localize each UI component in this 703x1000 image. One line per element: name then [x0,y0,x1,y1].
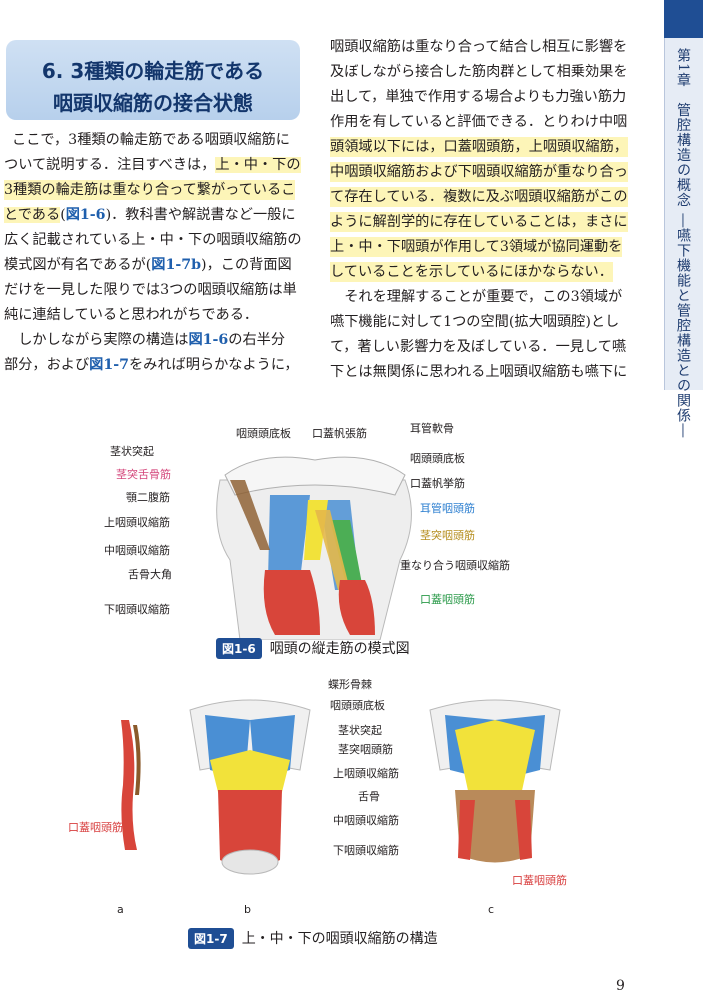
figure-1-6-badge: 図1-6 [216,638,262,659]
fig16-label-stylopharyngeus: 茎突咽頭筋 [420,529,475,542]
fig16-label-salpingopharyngeus: 耳管咽頭筋 [420,502,475,515]
fig17-label-sphenoid-spine: 蝶形骨棘 [328,678,372,691]
chapter-tab [664,38,703,390]
fig17-label-palatopharyngeus-c: 口蓋咽頭筋 [512,874,567,887]
fig17-panel-b: b [244,903,251,916]
right-line-9: していることを示しているにほかならない． [330,262,613,282]
right-line-4: 頭領域以下には，口蓋咽頭筋，上咽頭収縮筋， [330,137,628,157]
fig17-label-sup-constrictor: 上咽頭収縮筋 [333,767,399,780]
left-line-0: ここで，3種類の輪走筋である咽頭収縮筋に [12,132,290,148]
right-line-0: 咽頭収縮筋は重なり合って結合し相互に影響を [330,39,628,55]
fig17-label-mid-constrictor: 中咽頭収縮筋 [333,814,399,827]
fig16-label-pharyngobasilar-right: 咽頭頭底板 [410,452,465,465]
right-line-11: 嚥下機能に対して1つの空間(拡大咽頭腔)とし [330,314,620,330]
fig16-label-inf-constrictor: 下咽頭収縮筋 [104,603,170,616]
figure-1-7b-illustration [189,699,311,875]
fig16-label-pharyngobasilar-top: 咽頭頭底板 [236,427,291,440]
left-line-5: 模式図が有名であるが(図1-7b)，この背面図 [4,257,292,273]
left-line-8: しかしながら実際の構造は図1-6の右半分 [4,332,286,348]
left-line-7: 純に連結していると思われがちである． [4,307,259,323]
fig16-label-styloid: 茎状突起 [110,445,154,458]
right-line-3: 作用を有していると評価できる．とりわけ中咽 [330,114,628,130]
fig17-panel-a: a [117,903,124,916]
section-heading-line2: 咽頭収縮筋の接合状態 [53,91,253,115]
fig16-label-stylohyoid: 茎突舌骨筋 [116,468,171,481]
fig17-label-stylopharyngeus: 茎突咽頭筋 [338,743,393,756]
figure-1-7-caption-text: 上・中・下の咽頭収縮筋の構造 [241,931,438,947]
right-line-13: 下とは無関係に思われる上咽頭収縮筋も嚥下に [330,364,628,380]
left-line-1: ついて説明する．注目すべきは，上・中・下の [4,157,301,173]
right-line-6: て存在している．複数に及ぶ咽頭収縮筋がこの [330,187,628,207]
fig17-label-styloid: 茎状突起 [338,724,382,737]
left-line-3: とである(図1-6)．教科書や解説書など一般に [4,207,296,223]
figure-1-7-caption: 図1-7 上・中・下の咽頭収縮筋の構造 [188,928,438,949]
figure-1-6-caption-text: 咽頭の縦走筋の模式図 [269,641,410,657]
fig16-label-palatopharyngeus: 口蓋咽頭筋 [420,593,475,606]
right-line-10: それを理解することが重要で，この3領域が [330,289,623,305]
fig16-label-tubal-cartilage: 耳管軟骨 [410,422,454,435]
right-line-5: 中咽頭収縮筋および下咽頭収縮筋が重なり合っ [330,162,628,182]
fig17-label-inf-constrictor: 下咽頭収縮筋 [333,844,399,857]
chapter-tab-text: 第1章 管腔構造の概念 ―嚥下機能と管腔構造との関係― [675,48,691,439]
fig16-label-greater-horn: 舌骨大角 [128,568,172,581]
fig16-label-tensor-veli: 口蓋帆張筋 [312,427,367,440]
figure-1-7c-illustration [429,699,561,863]
fig17-panel-c: c [488,903,495,916]
fig16-label-levator-veli: 口蓋帆挙筋 [410,477,465,490]
right-line-2: 出して，単独で作用する場合よりも力強い筋力 [330,89,627,105]
left-line-9: 部分，および図1-7をみれば明らかなように， [4,357,299,373]
figure-1-6-illustration [216,456,412,640]
right-line-8: 上・中・下咽頭が作用して3領域が協同運動を [330,237,623,257]
right-line-1: 及ぼしながら接合した筋肉群として相乗効果を [330,64,628,80]
right-line-12: て，著しい影響力を及ぼしている．一見して嚥 [330,339,627,355]
fig17-label-pharyngobasilar: 咽頭頭底板 [330,699,385,712]
right-line-7: ように解剖学的に存在していることは，まさに [330,212,628,232]
chapter-tab-marker [664,0,703,38]
left-line-6: だけを一見した限りでは3つの咽頭収縮筋は単 [4,282,297,298]
fig17-label-hyoid: 舌骨 [358,790,380,803]
fig16-label-sup-constrictor: 上咽頭収縮筋 [104,516,170,529]
section-heading-line1: 6. 3種類の輪走筋である [41,59,265,83]
fig16-label-mid-constrictor: 中咽頭収縮筋 [104,544,170,557]
figure-1-7a-illustration [121,720,141,850]
figure-1-6-caption: 図1-6 咽頭の縦走筋の模式図 [216,638,410,659]
section-heading-box [6,40,300,120]
figure-1-7-badge: 図1-7 [188,928,234,949]
left-line-4: 広く記載されている上・中・下の咽頭収縮筋の [4,232,302,248]
fig16-label-overlapping: 重なり合う咽頭収縮筋 [400,559,510,572]
page-number: 9 [616,978,625,994]
fig17-label-palatopharyngeus-a: 口蓋咽頭筋 [68,821,123,834]
left-line-2: 3種類の輪走筋は重なり合って繋がっているこ [4,180,296,200]
fig16-label-digastric: 顎二腹筋 [126,491,170,504]
